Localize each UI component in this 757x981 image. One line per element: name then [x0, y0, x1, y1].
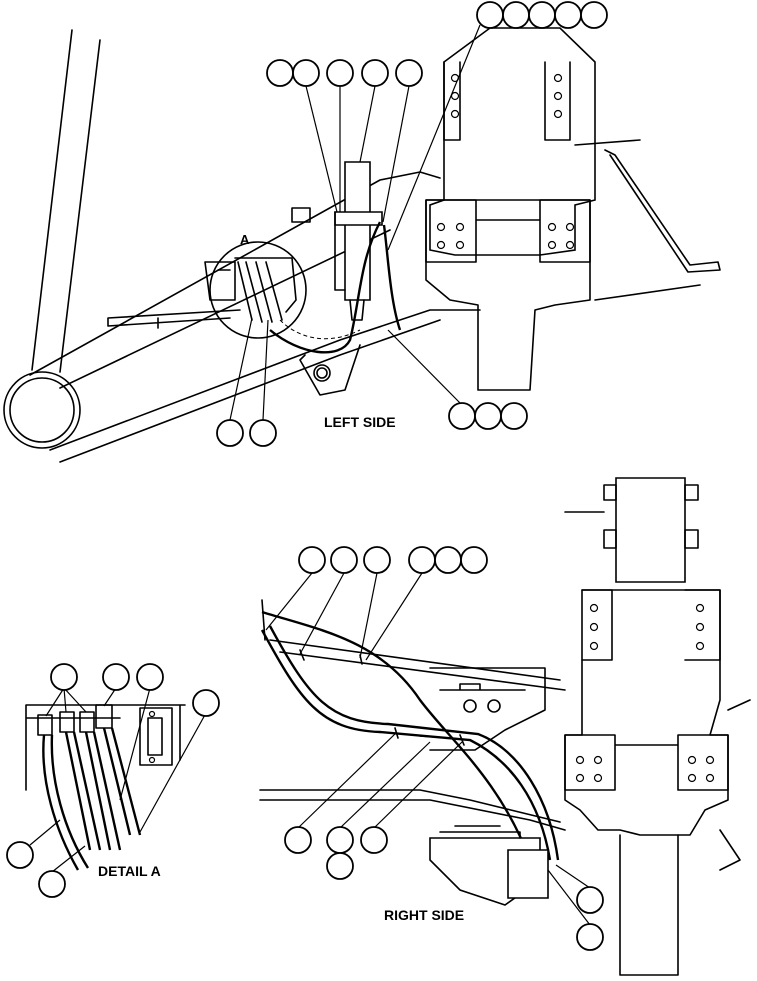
right-frame-rail-lower — [259, 789, 566, 831]
callout-bubble — [580, 1, 608, 29]
callout-bubble — [576, 923, 604, 951]
callout-bubble — [460, 546, 488, 574]
detail-a-hose-2 — [64, 731, 102, 851]
detail-a-callout-bubbles — [6, 663, 220, 898]
right-hose-clamps — [299, 649, 465, 746]
left-side-label: LEFT SIDE — [324, 414, 396, 430]
callout-bubble — [408, 546, 436, 574]
callout-bubble — [50, 663, 78, 691]
frame-bracket-hole-inner — [316, 367, 328, 379]
callout-bubble — [528, 1, 556, 29]
mast-upper — [429, 27, 596, 256]
right-mast-lower — [619, 834, 679, 976]
left-hose-hidden — [279, 319, 361, 340]
right-frame-edge — [719, 699, 751, 871]
callout-bubble — [38, 870, 66, 898]
left-side-view: A — [3, 1, 721, 463]
left-callout-bubbles — [216, 1, 608, 447]
right-side-view: RIGHT SIDE — [259, 477, 751, 976]
callout-bubble — [326, 59, 354, 87]
callout-bubble — [284, 826, 312, 854]
right-gusset-hole — [463, 699, 477, 713]
boom-arm — [31, 29, 101, 373]
right-pump-body — [507, 849, 549, 899]
right-leaders — [265, 572, 591, 926]
callout-bubble — [292, 59, 320, 87]
detail-a-hole — [148, 756, 156, 764]
detail-a-hoses — [234, 257, 297, 323]
callout-bubble — [136, 663, 164, 691]
detail-a-hose-4 — [102, 727, 142, 836]
mast-plate — [425, 199, 591, 263]
handle-rail — [574, 139, 721, 301]
callout-bubble — [474, 402, 502, 430]
cylinder-clamp — [334, 211, 383, 226]
small-block — [291, 207, 311, 223]
callout-bubble — [249, 419, 277, 447]
right-hose-main — [260, 629, 552, 861]
detail-a-valve — [204, 261, 236, 301]
right-callout-bubbles — [284, 546, 604, 951]
callout-bubble — [330, 546, 358, 574]
right-mast-panels — [581, 589, 721, 661]
callout-bubble — [266, 59, 294, 87]
boom-pivot — [3, 371, 81, 449]
right-mast-lower-plate — [564, 734, 729, 791]
callout-bubble — [298, 546, 326, 574]
boom-pivot-inner — [9, 377, 75, 443]
detail-a-plate — [139, 707, 173, 766]
detail-a-circle — [209, 241, 307, 339]
right-pump-top — [439, 825, 521, 839]
right-frame-rail-upper — [261, 599, 566, 691]
frame-crossmember — [107, 309, 241, 329]
detail-a-marker: A — [240, 232, 250, 247]
callout-bubble — [6, 841, 34, 869]
callout-bubble — [360, 826, 388, 854]
callout-bubble — [361, 59, 389, 87]
right-hose-upper — [261, 610, 532, 861]
frame-bracket — [299, 344, 361, 396]
detail-a-view: DETAIL A — [6, 663, 220, 898]
mast-bolt-holes — [436, 73, 575, 250]
frame-rail-lower — [49, 309, 481, 463]
callout-bubble — [326, 852, 354, 880]
callout-bubble — [102, 663, 130, 691]
right-frame-gusset — [429, 667, 546, 751]
detail-a-fittings — [37, 704, 113, 736]
callout-bubble — [576, 886, 604, 914]
left-leaders — [229, 24, 481, 421]
callout-bubble — [363, 546, 391, 574]
left-hose-vertical — [382, 224, 402, 331]
right-mast-top-brackets — [564, 484, 699, 549]
cylinder-body — [344, 161, 371, 301]
frame-bracket-hole — [313, 364, 331, 382]
detail-a-leaders — [29, 687, 207, 873]
detail-a-hose-1 — [42, 734, 80, 871]
mast-side-panels — [443, 61, 571, 141]
callout-bubble — [502, 1, 530, 29]
mast-lower — [425, 199, 591, 391]
callout-bubble — [434, 546, 462, 574]
left-hose-curve — [269, 221, 382, 354]
right-frame-gusset-detail — [439, 683, 526, 691]
cylinder-rod — [334, 211, 365, 321]
detail-a-label: DETAIL A — [98, 863, 161, 879]
detail-a-hose-1b — [50, 734, 90, 869]
callout-bubble — [326, 826, 354, 854]
detail-a-hole — [148, 710, 156, 718]
right-mast-bolt-holes — [575, 603, 715, 783]
right-gusset-hole — [487, 699, 501, 713]
callout-bubble — [448, 402, 476, 430]
right-side-label: RIGHT SIDE — [384, 907, 464, 923]
callout-bubble — [554, 1, 582, 29]
detail-a-hose-3 — [84, 731, 122, 851]
callout-bubble — [395, 59, 423, 87]
right-mast-top — [615, 477, 686, 583]
callout-bubble — [192, 689, 220, 717]
callout-bubble — [500, 402, 528, 430]
callout-bubble — [216, 419, 244, 447]
right-hose-main-2 — [268, 625, 560, 861]
callout-bubble — [476, 1, 504, 29]
